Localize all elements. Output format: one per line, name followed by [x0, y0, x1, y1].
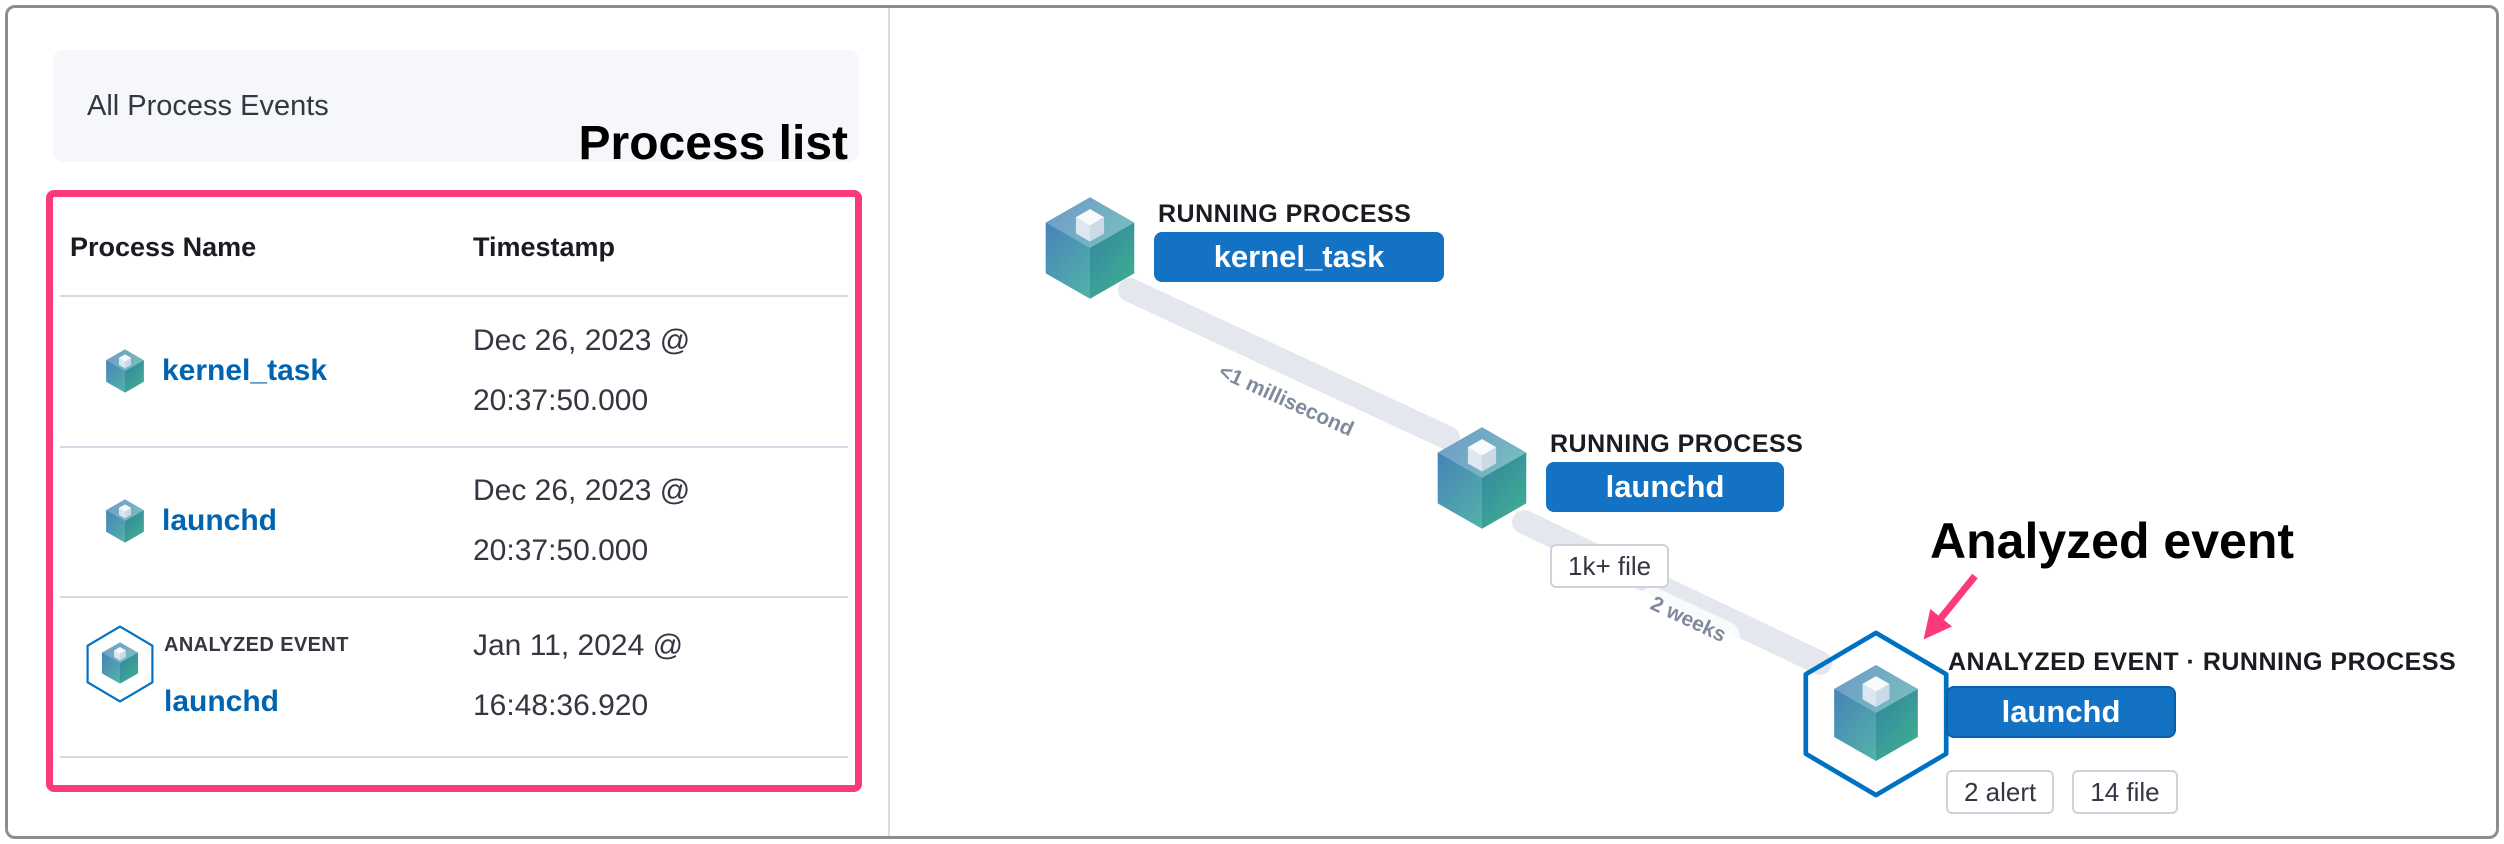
file-count-badge[interactable]: 1k+ file: [1550, 544, 1670, 588]
edge-duration-label: 2 weeks: [1632, 582, 1744, 658]
process-name-link[interactable]: kernel_task: [162, 354, 328, 387]
analyzed-event-badge: ANALYZED EVENT: [164, 634, 349, 656]
timestamp-line: Jan 11, 2024 @: [473, 629, 684, 662]
timestamp-line: 20:37:50.000: [473, 384, 649, 417]
panel-divider: [888, 8, 890, 836]
timestamp-line: Dec 26, 2023 @: [473, 474, 691, 507]
node-kind-label: RUNNING PROCESS: [1550, 430, 1804, 458]
edge-duration-label: <1 millisecond: [1200, 350, 1372, 452]
column-header-timestamp[interactable]: Timestamp: [473, 232, 616, 262]
node-kind-label: RUNNING PROCESS: [1158, 200, 1412, 228]
node-badges: 2 alert 14 file: [1946, 770, 2178, 814]
table-divider: [60, 596, 848, 598]
process-name-link[interactable]: launchd: [164, 685, 280, 718]
timestamp-cell: Dec 26, 2023 @ 20:37:50.000: [473, 311, 690, 431]
process-cube-icon: [98, 641, 142, 685]
node-kind-label: ANALYZED EVENT · RUNNING PROCESS: [1948, 648, 2457, 676]
column-header-process-name[interactable]: Process Name: [70, 232, 257, 262]
screenshot-frame: All Process Events Process list Process …: [5, 5, 2499, 839]
timestamp-cell: Jan 11, 2024 @ 16:48:36.920: [473, 616, 683, 736]
process-cube-icon: [102, 348, 148, 394]
events-panel-header: All Process Events: [53, 50, 859, 162]
file-count-badge[interactable]: 14 file: [2072, 770, 2178, 814]
node-badges: 1k+ file: [1550, 544, 1670, 588]
table-divider: [60, 756, 848, 758]
process-node-cube-icon[interactable]: [1036, 194, 1144, 302]
alert-count-badge[interactable]: 2 alert: [1946, 770, 2055, 814]
table-divider: [60, 295, 848, 297]
timestamp-line: 20:37:50.000: [473, 534, 649, 567]
process-node-button[interactable]: kernel_task: [1154, 232, 1444, 282]
process-list-highlight-box: [46, 190, 862, 792]
timestamp-line: Dec 26, 2023 @: [473, 324, 691, 357]
process-list-annotation: Process list: [578, 117, 848, 170]
process-name-link[interactable]: launchd: [162, 504, 278, 537]
process-cube-icon: [102, 498, 148, 544]
process-cube-icon: [1825, 662, 1927, 764]
process-node-button[interactable]: launchd: [1546, 462, 1784, 512]
annotation-arrow-icon: [1923, 573, 1978, 640]
analyzed-event-cube-icon: [84, 624, 156, 704]
process-node-cube-icon[interactable]: [1428, 424, 1536, 532]
table-divider: [60, 446, 848, 448]
analyzed-event-annotation: Analyzed event: [1930, 513, 2295, 569]
timestamp-line: 16:48:36.920: [473, 689, 649, 722]
process-node-button[interactable]: launchd: [1946, 686, 2176, 738]
panel-title: All Process Events: [87, 89, 329, 122]
timestamp-cell: Dec 26, 2023 @ 20:37:50.000: [473, 461, 690, 581]
